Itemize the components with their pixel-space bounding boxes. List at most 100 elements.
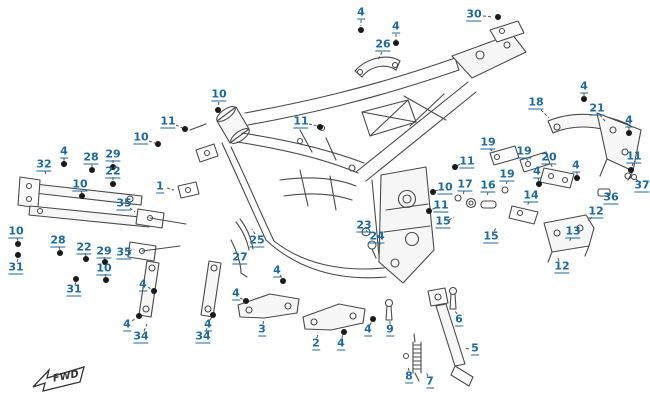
bolt-dot xyxy=(15,252,21,258)
leader-line xyxy=(308,123,318,127)
leader-line xyxy=(556,255,560,262)
leader-line xyxy=(377,51,383,61)
bolt-dot xyxy=(110,181,116,187)
callout-3: 3 xyxy=(258,322,266,337)
leader-line xyxy=(239,297,245,301)
callout-20: 20 xyxy=(541,150,557,165)
leader-line xyxy=(604,191,609,196)
leader-line xyxy=(316,332,319,339)
leader-line xyxy=(16,237,19,242)
leader-line xyxy=(217,101,220,108)
leader-line xyxy=(166,187,175,191)
callout-11: 11 xyxy=(433,198,449,213)
bolt-dot xyxy=(83,256,89,262)
callout-22: 22 xyxy=(105,164,121,179)
bolt-dot xyxy=(495,14,501,20)
callout-1: 1 xyxy=(156,179,164,194)
callout-11: 11 xyxy=(459,154,475,169)
callout-4: 4 xyxy=(357,5,365,20)
callout-10: 10 xyxy=(96,261,112,276)
bolt-dot xyxy=(452,164,458,170)
bolt-dot xyxy=(536,181,542,187)
leader-line xyxy=(599,114,606,122)
callout-35: 35 xyxy=(116,245,132,260)
leader-line xyxy=(147,286,152,290)
callout-23: 23 xyxy=(356,218,372,233)
leader-line xyxy=(407,365,410,372)
fwd-arrow-shape xyxy=(32,366,85,392)
bolt-dot xyxy=(102,259,108,265)
fwd-label: FWD xyxy=(52,369,80,385)
callout-15: 15 xyxy=(483,229,499,244)
bolt-dot xyxy=(393,40,399,46)
bolt-dot xyxy=(628,167,634,173)
bolt-dot xyxy=(110,164,116,170)
callout-4: 4 xyxy=(232,286,240,301)
leader-line xyxy=(462,190,465,197)
bolt-dot xyxy=(426,208,432,214)
leader-line xyxy=(205,323,209,332)
callout-4: 4 xyxy=(123,317,131,332)
callout-12: 12 xyxy=(588,204,604,219)
bolt-dot xyxy=(358,27,364,33)
callout-2: 2 xyxy=(312,336,320,351)
bolt-dot xyxy=(626,130,632,136)
callout-29: 29 xyxy=(96,244,112,259)
callout-14: 14 xyxy=(523,188,539,203)
callout-4: 4 xyxy=(60,144,68,159)
callout-8: 8 xyxy=(405,369,413,384)
bolt-dot xyxy=(430,189,436,195)
bolt-dot xyxy=(574,175,580,181)
callout-19: 19 xyxy=(480,135,496,150)
callout-21: 21 xyxy=(589,101,605,116)
bolt-dot xyxy=(155,141,161,147)
callout-10: 10 xyxy=(211,87,227,102)
leader-line xyxy=(537,177,540,182)
fwd-arrow: FWD xyxy=(30,358,94,398)
callout-4: 4 xyxy=(273,263,281,278)
bolt-dot xyxy=(73,276,79,282)
callout-31: 31 xyxy=(66,282,82,297)
leader-line xyxy=(262,318,265,325)
callout-29: 29 xyxy=(105,147,121,162)
callout-28: 28 xyxy=(50,233,66,248)
callout-18: 18 xyxy=(528,95,544,110)
callout-4: 4 xyxy=(580,79,588,94)
leader-line xyxy=(430,207,436,211)
callout-4: 4 xyxy=(392,19,400,34)
callout-25: 25 xyxy=(249,233,265,248)
callout-30: 30 xyxy=(466,7,482,22)
callout-27: 27 xyxy=(232,250,248,265)
bolt-dot xyxy=(15,241,21,247)
callout-7: 7 xyxy=(426,374,434,389)
leader-line xyxy=(209,316,213,321)
callout-34: 34 xyxy=(195,329,211,344)
callout-10: 10 xyxy=(8,224,24,239)
callout-11: 11 xyxy=(160,114,176,129)
leader-line xyxy=(525,157,530,163)
leader-line xyxy=(143,323,148,332)
bolt-dot xyxy=(317,124,323,130)
callout-35: 35 xyxy=(116,196,132,211)
leader-line xyxy=(550,163,554,170)
callout-32: 32 xyxy=(36,157,52,172)
leader-line xyxy=(239,263,242,270)
bolt-dot xyxy=(89,167,95,173)
bolt-dot xyxy=(215,107,221,113)
bolt-dot xyxy=(103,277,109,283)
leader-line xyxy=(425,371,429,377)
callout-19: 19 xyxy=(499,167,515,182)
leader-line xyxy=(463,347,470,350)
leader-line xyxy=(129,207,136,213)
leader-line xyxy=(16,258,19,263)
callout-31: 31 xyxy=(8,260,24,275)
bolt-dot xyxy=(151,288,157,294)
callout-4: 4 xyxy=(337,336,345,351)
callout-17: 17 xyxy=(457,177,473,192)
callout-34: 34 xyxy=(133,329,149,344)
leader-line xyxy=(568,237,572,243)
leader-line xyxy=(251,228,256,235)
